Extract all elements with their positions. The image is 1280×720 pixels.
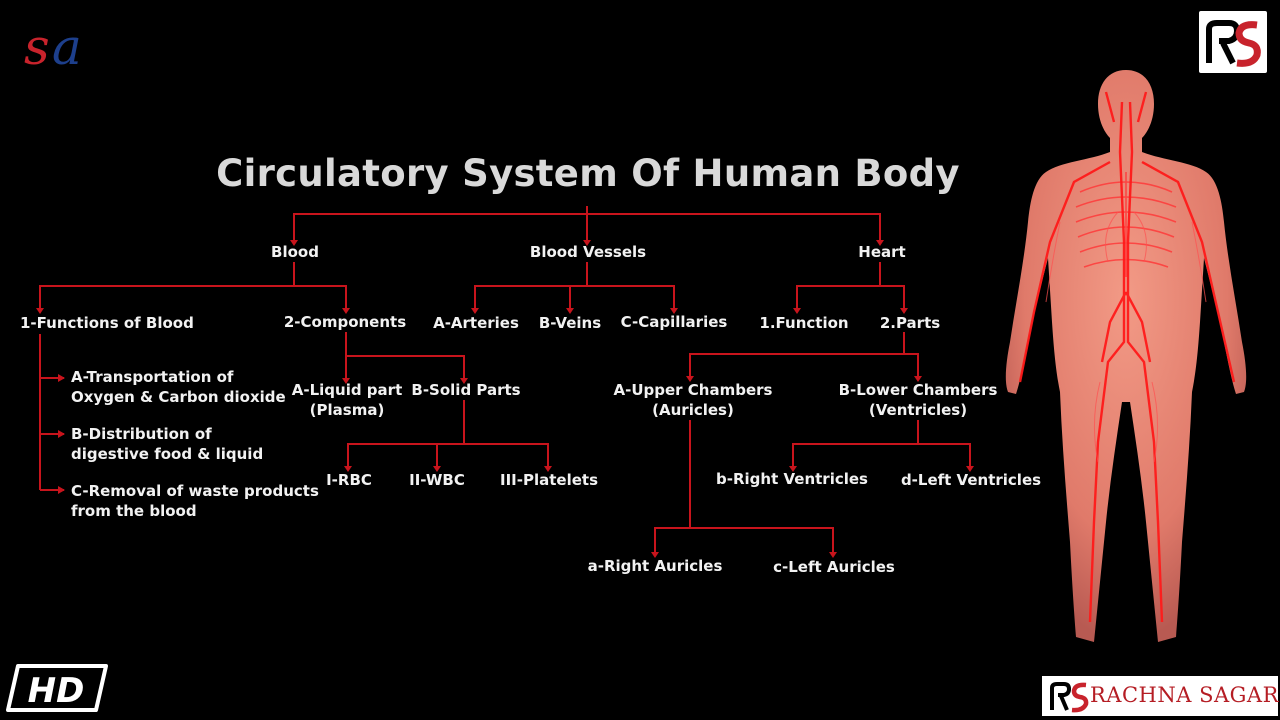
node-arteries: A-Arteries [433, 314, 519, 332]
upper-chambers-line1: A-Upper Chambers [613, 381, 773, 399]
rachna-sagar-mark-icon [1050, 682, 1089, 713]
diagram-title: Circulatory System Of Human Body [216, 152, 960, 195]
node-left-auricles: c-Left Auricles [773, 558, 895, 576]
node-heart-parts: 2.Parts [879, 314, 941, 332]
function-item-line2: Oxygen & Carbon dioxide [71, 388, 286, 406]
node-left-ventricles: d-Left Ventricles [900, 471, 1042, 489]
human-body-illustration [1005, 70, 1247, 642]
node-upper-chambers: A-Upper Chambers (Auricles) [614, 380, 773, 420]
function-item-line2: digestive food & liquid [71, 445, 264, 463]
rachna-sagar-logo-icon [1199, 11, 1267, 73]
lower-chambers-line1: B-Lower Chambers [838, 381, 998, 399]
function-item: C-Removal of waste products from the blo… [71, 481, 319, 521]
node-blood-vessels: Blood Vessels [529, 243, 647, 261]
liquid-part-line1: A-Liquid part [291, 381, 403, 399]
node-functions-of-blood: 1-Functions of Blood [20, 314, 194, 332]
sa-logo: s a [24, 18, 82, 74]
node-lower-chambers: B-Lower Chambers (Ventricles) [839, 380, 998, 420]
function-item-line2: from the blood [71, 502, 197, 520]
publisher-name: RACHNA SAGAR [1090, 683, 1279, 707]
function-item: A-Transportation of Oxygen & Carbon diox… [71, 367, 286, 407]
node-capillaries: C-Capillaries [620, 313, 728, 331]
node-right-ventricles: b-Right Ventricles [716, 470, 868, 488]
node-rbc: I-RBC [326, 471, 372, 489]
liquid-part-line2: (Plasma) [309, 401, 385, 419]
node-right-auricles: a-Right Auricles [587, 557, 723, 575]
publisher-brand: RACHNA SAGAR [1042, 676, 1278, 716]
node-veins: B-Veins [538, 314, 602, 332]
svg-text:HD: HD [28, 671, 85, 711]
node-heart-function: 1.Function [759, 314, 849, 332]
upper-chambers-line2: (Auricles) [652, 401, 734, 419]
function-item-line1: C-Removal of waste products [71, 482, 319, 500]
function-item-line1: B-Distribution of [71, 425, 212, 443]
svg-text:a: a [52, 18, 82, 74]
node-wbc: II-WBC [409, 471, 465, 489]
node-heart: Heart [858, 243, 906, 261]
node-solid-parts: B-Solid Parts [411, 381, 521, 399]
function-item-line1: A-Transportation of [71, 368, 234, 386]
node-platelets: III-Platelets [500, 471, 598, 489]
hd-badge: HD [6, 664, 108, 712]
lower-chambers-line2: (Ventricles) [868, 401, 968, 419]
node-liquid-part: A-Liquid part (Plasma) [292, 380, 402, 420]
function-item: B-Distribution of digestive food & liqui… [71, 424, 263, 464]
node-blood: Blood [271, 243, 319, 261]
node-components: 2-Components [283, 313, 407, 331]
svg-text:s: s [24, 18, 50, 74]
